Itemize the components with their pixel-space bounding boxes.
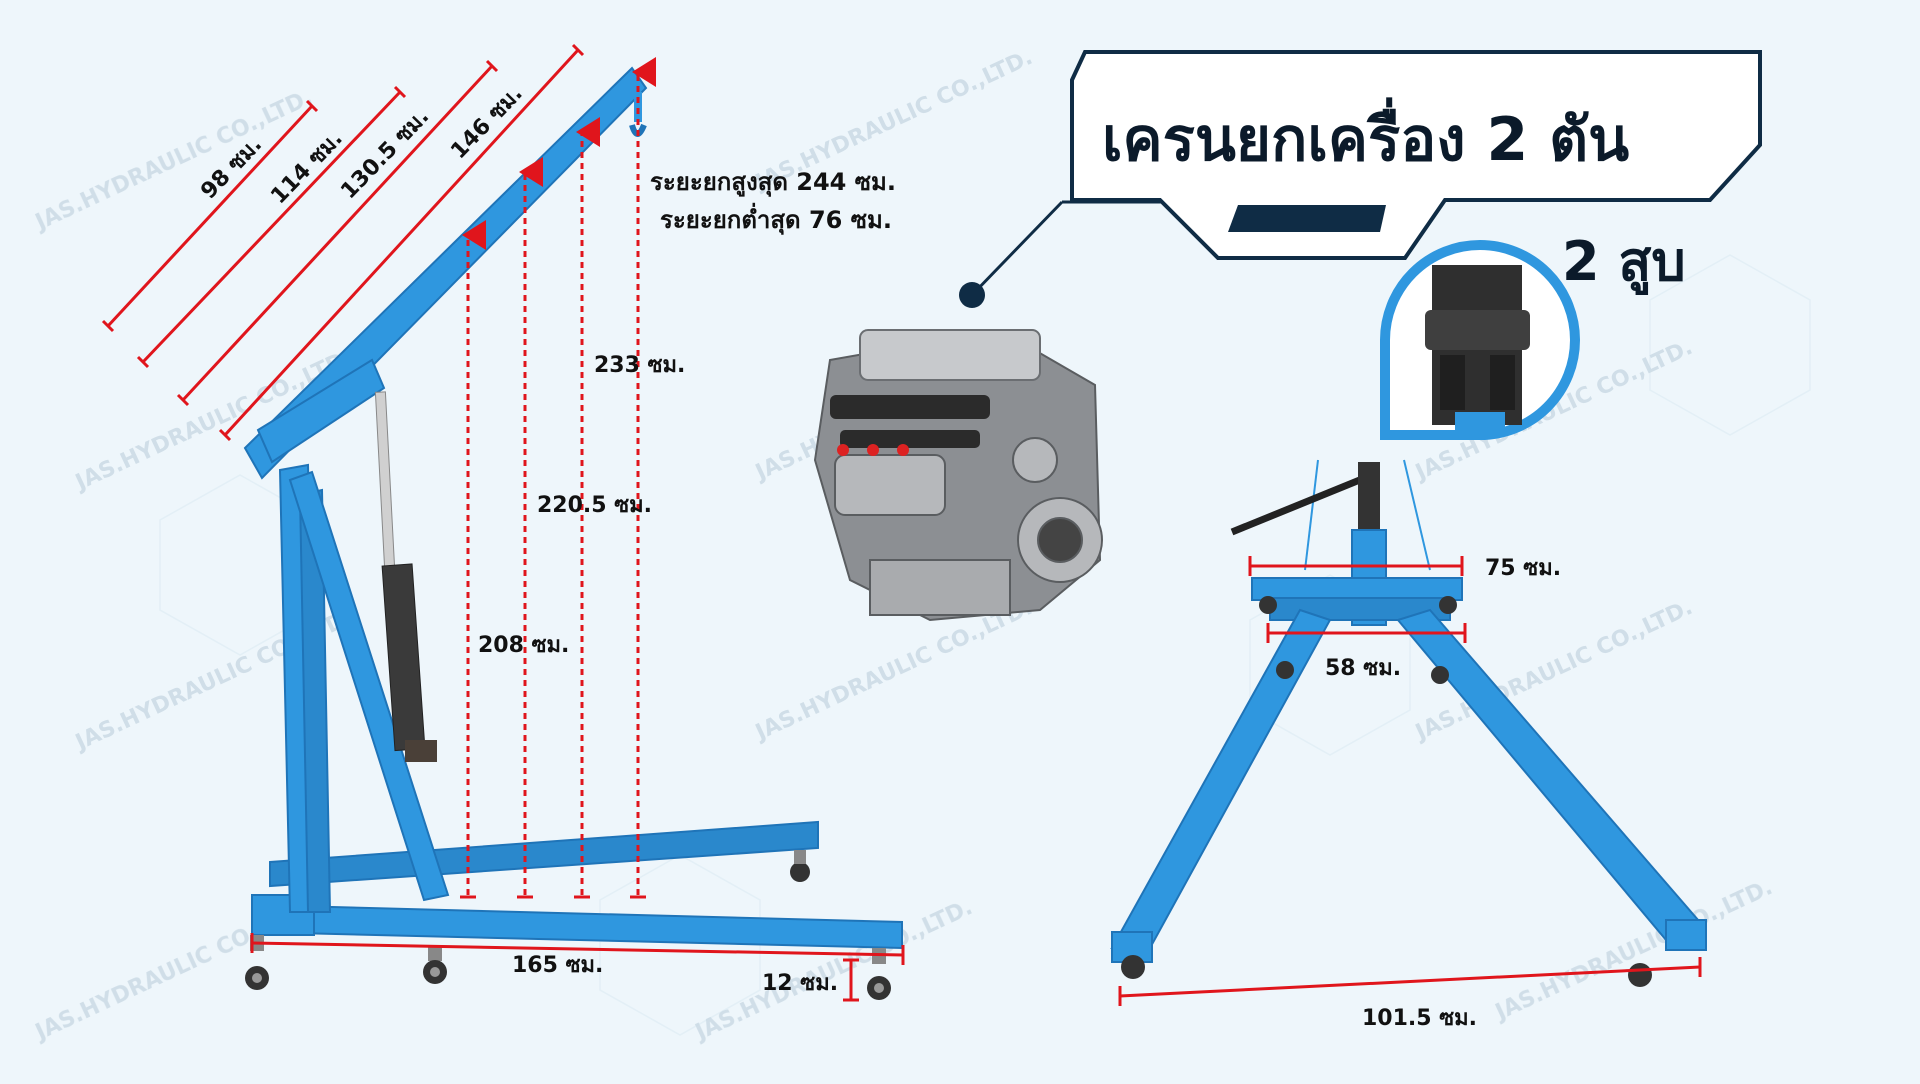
height-dimensions	[462, 57, 656, 895]
callout-dot	[959, 282, 985, 308]
callout-line	[970, 200, 1064, 297]
rear-leg	[269, 820, 819, 888]
height-233: 233 ซม.	[594, 353, 685, 378]
boom-dimensions	[101, 43, 585, 442]
top-width-label: 75 ซม.	[1485, 556, 1561, 581]
front-leg	[254, 903, 903, 950]
front-dimensions	[1118, 556, 1702, 1006]
max-lift-spec: ระยะยกสูงสุด 244 ซม.	[650, 168, 896, 198]
side-view-crane	[243, 66, 903, 1000]
leg-span-label: 101.5 ซม.	[1362, 1006, 1477, 1031]
cylinder-count-label: 2 สูบ	[1562, 230, 1686, 295]
dim-line-98	[106, 104, 314, 328]
inner-width-label: 58 ซม.	[1325, 656, 1401, 681]
dim-line-146	[223, 48, 580, 437]
side-wheels	[245, 935, 891, 1000]
base-length-label: 165 ซม.	[512, 953, 603, 978]
pump-handle	[1230, 471, 1374, 536]
watermark-text: JAS.HYDRAULIC CO.,LTD.	[30, 85, 316, 236]
wheel-height-label: 12 ซม.	[762, 971, 838, 996]
cylinder-inset	[1380, 240, 1580, 440]
engine-illustration	[813, 200, 1172, 622]
front-view-crane	[1110, 459, 1707, 987]
title-panel: เครนยกเครื่อง 2 ตัน	[1070, 50, 1762, 260]
base-length-line	[251, 941, 904, 957]
boom-support	[256, 358, 386, 464]
min-lift-spec: ระยะยกต่ำสุด 76 ซม.	[660, 202, 892, 236]
hydraulic-cylinder	[374, 391, 437, 762]
boom-length-146: 146 ซม.	[446, 81, 527, 164]
top-frame	[1251, 577, 1463, 601]
boom-dimension-labels: 98 ซม. 114 ซม. 130.5 ซม. 146 ซม.	[196, 81, 527, 209]
title-text: เครนยกเครื่อง 2 ตัน	[1102, 97, 1629, 175]
front-wheels	[1121, 596, 1652, 987]
dim-line-114	[141, 90, 402, 364]
left-leg	[1110, 608, 1332, 949]
boom-length-114: 114 ซม.	[266, 126, 347, 209]
base-dimensions	[250, 933, 905, 1002]
height-208: 208 ซม.	[478, 633, 569, 658]
height-labels: 208 ซม. 220.5 ซม. 233 ซม.	[478, 353, 685, 658]
leg-span-line	[1119, 965, 1701, 998]
height-220: 220.5 ซม.	[537, 493, 652, 518]
diagonal-brace	[288, 470, 450, 902]
boom-length-130: 130.5 ซม.	[336, 104, 434, 204]
wheel	[790, 862, 810, 882]
title-accent-bar	[1228, 205, 1386, 232]
watermark-text: JAS.HYDRAULIC CO.,LTD.	[750, 595, 1036, 746]
dim-line-130	[181, 64, 494, 402]
